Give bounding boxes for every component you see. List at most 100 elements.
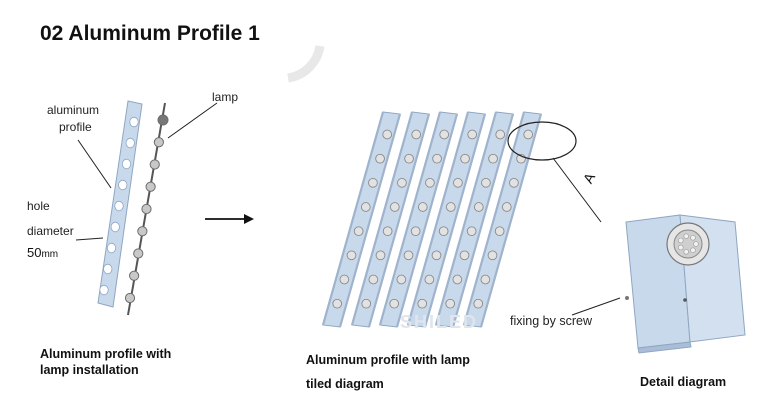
detail-led-chip bbox=[690, 235, 696, 241]
detail-led-chip bbox=[683, 233, 689, 239]
tiled-lamp-bead bbox=[453, 177, 463, 188]
tiled-profile-edge bbox=[367, 113, 431, 328]
tiled-lamp-bead bbox=[353, 226, 364, 237]
tiled-caption-line: Aluminum profile with lamp bbox=[306, 353, 470, 367]
tiled-lamp-bead bbox=[460, 153, 470, 164]
tiled-lamp-bead bbox=[466, 226, 477, 237]
tiled-lamp-bead bbox=[346, 250, 357, 261]
hole-diameter-number: 50 bbox=[27, 245, 42, 260]
tiled-lamp-bead bbox=[439, 129, 450, 140]
lamp-bead bbox=[145, 181, 156, 192]
detail-led-chip bbox=[678, 237, 684, 244]
tiled-lamp-bead bbox=[424, 274, 435, 285]
tiled-lamp-bead bbox=[417, 202, 428, 212]
tiled-profiles bbox=[321, 111, 543, 328]
tiled-lamp-bead bbox=[445, 202, 456, 212]
tiled-lamp-bead bbox=[382, 226, 393, 237]
detail-leader-line bbox=[552, 157, 602, 223]
tiled-lamp-bead bbox=[339, 274, 350, 285]
profile-hole bbox=[114, 200, 124, 212]
tiled-lamp-bead bbox=[509, 177, 519, 188]
lamp-leader-line bbox=[167, 102, 218, 139]
hole-diameter-unit: mm bbox=[41, 249, 59, 260]
tiled-lamp-bead bbox=[495, 129, 506, 140]
single-profile-assembly bbox=[75, 100, 218, 316]
tiled-lamp-bead bbox=[368, 177, 378, 188]
tiled-profile-edge bbox=[378, 111, 442, 326]
profile-leader-line bbox=[77, 139, 112, 189]
diameter-label: diameter bbox=[27, 224, 74, 238]
profile-hole bbox=[99, 284, 109, 296]
tiled-profile-edge bbox=[338, 113, 402, 328]
tiled-profile-edge bbox=[479, 113, 543, 328]
profile-hole bbox=[129, 116, 139, 128]
tiled-lamp-bead bbox=[403, 250, 414, 261]
tiled-lamp-bead bbox=[389, 202, 400, 212]
hole-diameter-value: 50mm bbox=[27, 245, 58, 260]
tiled-lamp-bead bbox=[375, 250, 386, 261]
aluminum-profile-label-line: profile bbox=[59, 120, 92, 134]
detail-profile bbox=[625, 214, 746, 354]
tiled-lamp-bead bbox=[332, 298, 343, 309]
tiled-lamp-bead bbox=[487, 250, 498, 261]
tiled-profile-edge bbox=[434, 111, 498, 326]
tiled-lamp-bead bbox=[445, 298, 456, 309]
profile-hole bbox=[121, 158, 132, 170]
lamp-bead bbox=[124, 292, 136, 304]
lamp-bead bbox=[149, 159, 160, 170]
tiled-lamp-bead bbox=[467, 129, 478, 140]
hole-leader-line bbox=[75, 237, 104, 241]
profile-hole bbox=[106, 242, 117, 254]
detail-marker: A bbox=[580, 170, 599, 186]
tiled-lamp-bead bbox=[396, 274, 407, 285]
lamp-label: lamp bbox=[212, 90, 239, 104]
hole-label: hole bbox=[27, 199, 50, 213]
installation-caption: Aluminum profile with lamp installation bbox=[40, 346, 171, 378]
profile-hole bbox=[110, 221, 120, 233]
detail-led-chip bbox=[693, 241, 699, 247]
tiled-lamp-bead bbox=[361, 298, 372, 309]
tiled-lamp-bead bbox=[488, 153, 498, 164]
detail-led-chip bbox=[683, 249, 689, 255]
fixing-screw bbox=[625, 296, 629, 300]
lamp-beads bbox=[124, 114, 169, 304]
fixing-leader-line bbox=[571, 297, 621, 316]
tiled-profile-edge bbox=[406, 111, 470, 326]
profile-hole bbox=[103, 263, 113, 275]
tiled-profile-edge bbox=[395, 113, 459, 328]
tiled-lamp-bead bbox=[382, 129, 393, 140]
tiled-lamp-bead bbox=[438, 226, 449, 237]
tiled-lamp-bead bbox=[459, 250, 470, 261]
tiled-lamp-bead bbox=[360, 202, 371, 212]
lamp-bead bbox=[137, 226, 148, 237]
tiled-lamp-bead bbox=[473, 202, 484, 212]
tiled-lamp-bead bbox=[411, 129, 422, 140]
right-arrow-icon bbox=[205, 214, 254, 224]
detail-led-chip bbox=[678, 244, 684, 251]
profile-hole bbox=[118, 179, 128, 191]
tiled-lamp-bead bbox=[473, 298, 484, 309]
lamp-bead bbox=[133, 248, 144, 259]
detail-circle bbox=[507, 121, 577, 161]
tiled-lamp-bead bbox=[481, 177, 491, 188]
detail-caption: Detail diagram bbox=[640, 375, 727, 389]
tiled-lamp-bead bbox=[431, 250, 442, 261]
fixing-by-screw-label: fixing by screw bbox=[510, 314, 592, 328]
tiled-lamp-bead bbox=[432, 153, 442, 164]
lamp-bead bbox=[129, 270, 140, 281]
tiled-profile-edge bbox=[462, 111, 526, 326]
tiled-lamp-bead bbox=[494, 226, 505, 237]
tiled-lamp-bead bbox=[452, 274, 463, 285]
lamp-bead bbox=[157, 114, 169, 126]
installation-caption-line: Aluminum profile with bbox=[40, 347, 172, 361]
profile-hole bbox=[125, 137, 135, 149]
tiled-lamp-bead bbox=[375, 153, 385, 164]
tiled-lamp-bead bbox=[397, 177, 407, 188]
watermark-text: SHILED bbox=[400, 312, 478, 332]
aluminum-profile-label-line: aluminum bbox=[47, 103, 100, 117]
tiled-profile-edge bbox=[451, 113, 515, 328]
tiled-lamp-bead bbox=[417, 298, 428, 309]
tiled-lamp-bead bbox=[425, 177, 435, 188]
tiled-profile-edge bbox=[321, 111, 385, 326]
